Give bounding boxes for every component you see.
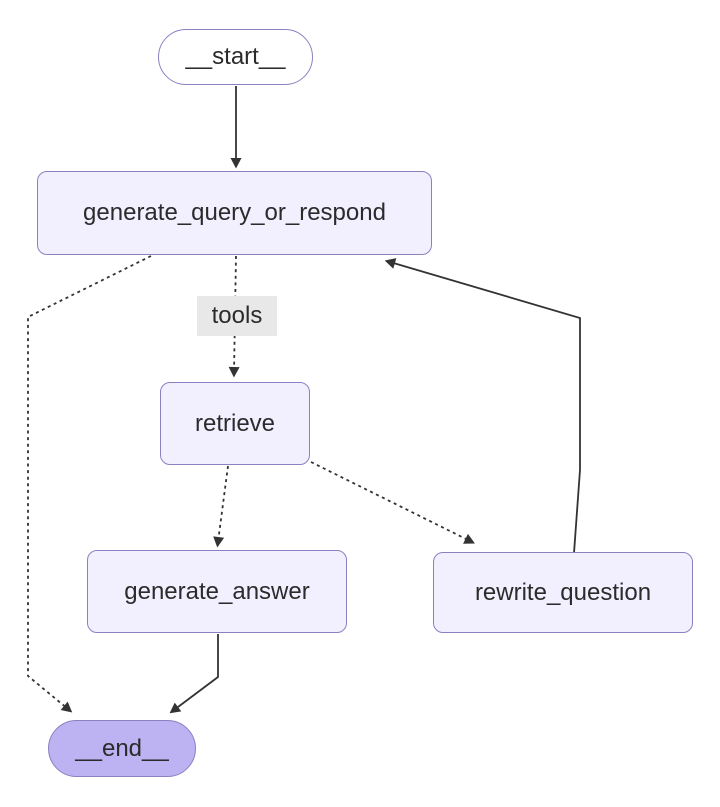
node-generate-query-or-respond-label: generate_query_or_respond: [83, 199, 386, 226]
edge-retrieve-to-rewrite-question: [310, 461, 475, 544]
node-retrieve: retrieve: [160, 382, 310, 465]
node-generate-answer: generate_answer: [87, 550, 347, 633]
node-generate-query-or-respond: generate_query_or_respond: [37, 171, 432, 255]
edge-generate-answer-to-end: [169, 634, 219, 714]
node-rewrite-question: rewrite_question: [433, 552, 693, 633]
node-start: __start__: [158, 29, 313, 85]
node-start-label: __start__: [185, 43, 286, 70]
node-end-label: __end__: [75, 734, 169, 762]
node-end: __end__: [48, 720, 196, 777]
node-generate-answer-label: generate_answer: [124, 577, 310, 605]
edge-generate-query-or-respond-to-end: [27, 255, 152, 713]
edge-label-tools: tools: [197, 296, 277, 336]
edge-rewrite-question-to-generate-query-or-respond: [384, 258, 581, 554]
node-rewrite-question-label: rewrite_question: [474, 578, 652, 606]
edge-retrieve-to-generate-answer: [213, 465, 229, 548]
edge-label-tools-text: tools: [211, 302, 263, 329]
node-retrieve-label: retrieve: [194, 409, 276, 437]
